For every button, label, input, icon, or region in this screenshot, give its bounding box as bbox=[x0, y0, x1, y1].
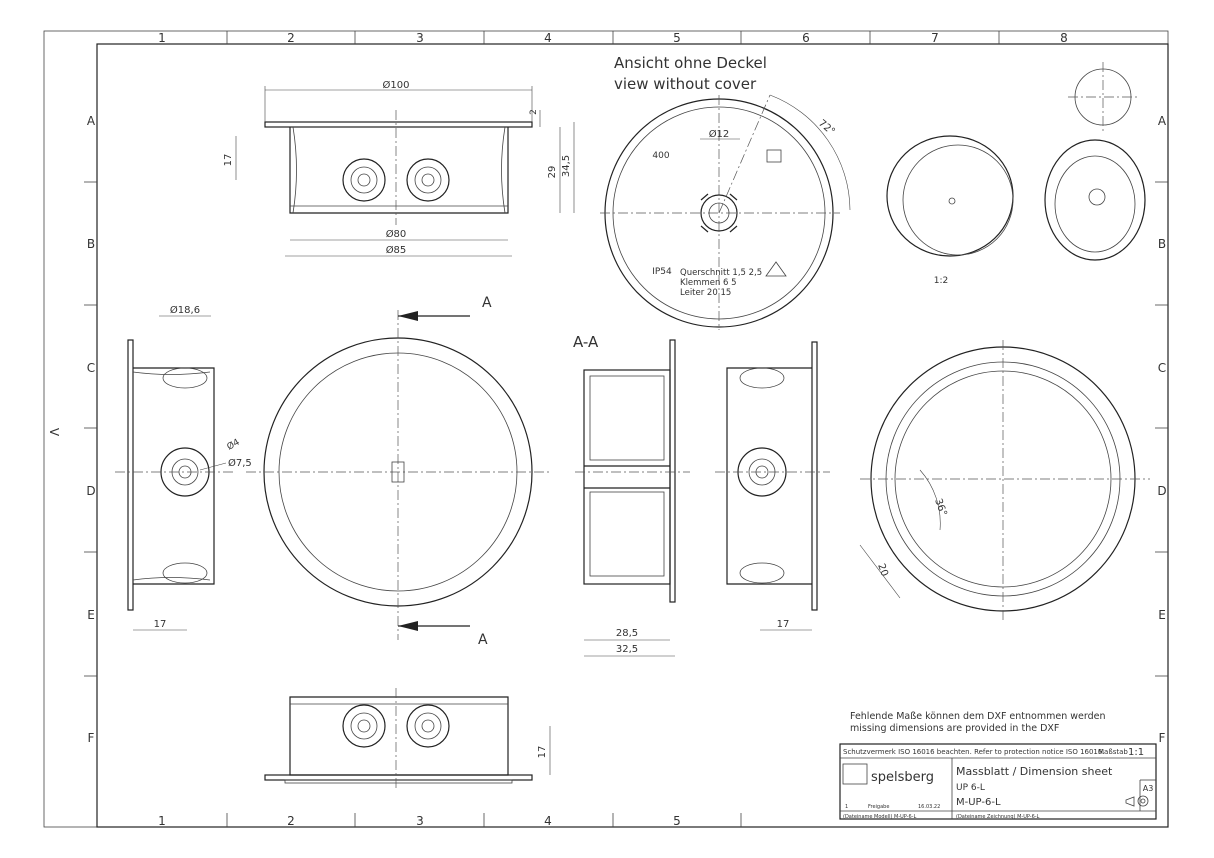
dim-w32-5: 32,5 bbox=[616, 644, 638, 655]
bottom-ring-view: 36° 20 bbox=[859, 340, 1150, 620]
dim-w28-5: 28,5 bbox=[616, 628, 638, 639]
protection-notice: Schutzvermerk ISO 16016 beachten. Refer … bbox=[843, 748, 1105, 756]
spec-row-2: Klemmen 6 5 bbox=[680, 278, 737, 288]
drawing-number: M-UP-6-L bbox=[956, 797, 1001, 808]
col-label-6: 6 bbox=[802, 31, 810, 45]
sheet-title: Massblatt / Dimension sheet bbox=[956, 765, 1113, 778]
revision-index: 1 bbox=[845, 804, 848, 810]
sheet-format: A3 bbox=[1143, 784, 1154, 793]
scale-value: 1:1 bbox=[1128, 747, 1144, 758]
row-label-right-a: A bbox=[1158, 114, 1167, 128]
section-arrow-bottom: A bbox=[478, 632, 488, 648]
side-mark: V bbox=[47, 428, 61, 437]
dim-h29: 29 bbox=[547, 166, 558, 179]
cover-view: Ansicht ohne Deckel view without cover 7… bbox=[600, 54, 851, 330]
row-label-b: B bbox=[87, 237, 95, 251]
angle-72: 72° bbox=[816, 118, 837, 138]
footer-drawing-file: (Dateiname Zeichnung) M-UP-6-L bbox=[956, 814, 1040, 820]
row-label-right-d: D bbox=[1157, 484, 1166, 498]
release-label: Freigabe bbox=[868, 804, 889, 810]
section-label: A-A bbox=[573, 333, 599, 351]
dim-h17-top: 17 bbox=[223, 154, 234, 167]
row-label-e: E bbox=[87, 608, 95, 622]
dim-d18-6: Ø18,6 bbox=[170, 304, 200, 316]
section-a-a: A-A 28,5 32,5 bbox=[573, 333, 690, 657]
brand-logo-mark bbox=[842, 763, 868, 785]
cover-heading-de: Ansicht ohne Deckel bbox=[614, 54, 767, 72]
title-block: Schutzvermerk ISO 16016 beachten. Refer … bbox=[839, 743, 1157, 820]
dim-d85: Ø85 bbox=[386, 244, 407, 256]
col-label-bottom-3: 3 bbox=[416, 814, 424, 828]
ip-rating: IP54 bbox=[652, 267, 672, 277]
right-side-view: 17 bbox=[715, 341, 830, 631]
row-label-right-e: E bbox=[1158, 608, 1166, 622]
dim-h2: 2 bbox=[529, 109, 539, 115]
note-en: missing dimensions are provided in the D… bbox=[850, 723, 1059, 734]
dim-w20: 20 bbox=[875, 562, 890, 578]
row-label-f: F bbox=[88, 731, 95, 745]
col-label-bottom-5: 5 bbox=[673, 814, 681, 828]
dim-d100: Ø100 bbox=[383, 79, 410, 91]
product-name: UP 6-L bbox=[956, 783, 985, 793]
projection-symbol-icon bbox=[1125, 795, 1149, 807]
spec-row-1: Querschnitt 1,5 2,5 bbox=[680, 268, 762, 278]
row-label-c: C bbox=[87, 361, 95, 375]
col-label-5: 5 bbox=[673, 31, 681, 45]
scale-label: Maßstab bbox=[1098, 748, 1128, 756]
section-arrow-top: A bbox=[482, 295, 492, 311]
dim-d12: Ø12 bbox=[709, 128, 730, 140]
row-label-d: D bbox=[86, 484, 95, 498]
row-label-right-f: F bbox=[1159, 731, 1166, 745]
row-label-right-c: C bbox=[1158, 361, 1166, 375]
col-label-1: 1 bbox=[158, 31, 166, 45]
dim-h34-5: 34,5 bbox=[561, 155, 572, 177]
release-date: 16.03.22 bbox=[918, 804, 940, 810]
row-label-right-b: B bbox=[1158, 237, 1166, 251]
dim-d80: Ø80 bbox=[386, 228, 407, 240]
iso-scale: 1:2 bbox=[934, 276, 948, 286]
col-label-7: 7 bbox=[931, 31, 939, 45]
dim-w17-right: 17 bbox=[777, 619, 790, 630]
col-label-2: 2 bbox=[287, 31, 295, 45]
mark-400: 400 bbox=[652, 151, 669, 161]
drawing-frame: 1 2 3 4 5 6 7 8 1 2 3 4 5 A B C D E F A … bbox=[43, 30, 1169, 828]
col-label-bottom-1: 1 bbox=[158, 814, 166, 828]
isometric-views: 1:2 bbox=[886, 62, 1146, 286]
col-label-bottom-2: 2 bbox=[287, 814, 295, 828]
top-view: Ø100 Ø80 Ø85 17 2 29 34,5 bbox=[223, 79, 575, 257]
bottom-view: 17 bbox=[264, 688, 551, 790]
note-de: Fehlende Maße können dem DXF entnommen w… bbox=[850, 711, 1106, 722]
col-label-8: 8 bbox=[1060, 31, 1068, 45]
col-label-3: 3 bbox=[416, 31, 424, 45]
brand-name: spelsberg bbox=[871, 770, 934, 785]
dim-d4: Ø4 bbox=[225, 437, 242, 453]
front-view-circle: A A bbox=[246, 295, 550, 648]
footer-model-file: (Dateiname Modell) M-UP-6-L bbox=[843, 814, 916, 820]
left-side-view: Ø18,6 Ø4 Ø7,5 17 bbox=[115, 304, 252, 631]
dxf-note: Fehlende Maße können dem DXF entnommen w… bbox=[850, 711, 1106, 734]
cover-heading-en: view without cover bbox=[614, 75, 757, 93]
dim-w17-left: 17 bbox=[154, 619, 167, 630]
angle-36: 36° bbox=[932, 497, 948, 517]
col-label-4: 4 bbox=[544, 31, 552, 45]
dim-d7-5: Ø7,5 bbox=[228, 457, 252, 469]
col-label-bottom-4: 4 bbox=[544, 814, 552, 828]
row-label-a: A bbox=[87, 114, 96, 128]
spec-row-3: Leiter 20 15 bbox=[680, 288, 731, 298]
dim-h17-bottom: 17 bbox=[537, 746, 548, 759]
